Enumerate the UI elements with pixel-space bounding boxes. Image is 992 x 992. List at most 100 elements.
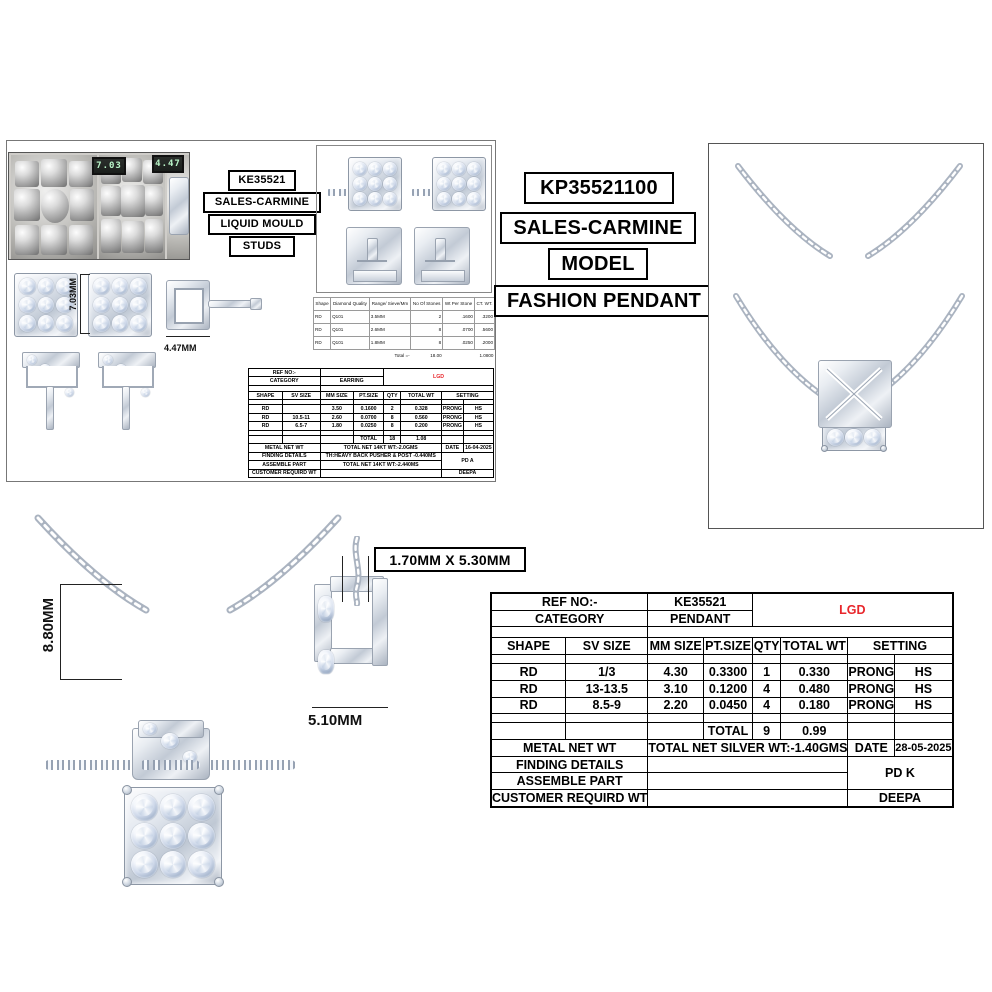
pendant-td-setting2: HS (894, 679, 954, 698)
pendant-drawing-side (300, 528, 420, 708)
pendant-stage-label: MODEL (548, 248, 648, 280)
pendant-td-svsize: 1/3 (565, 663, 649, 681)
pendant-back-x-bracing (825, 367, 883, 421)
dim-earring-depth-label: 4.47MM (164, 343, 197, 353)
dim-earring-height-tick-bottom (80, 333, 90, 334)
pendant-td-qty: 4 (752, 679, 782, 698)
pendant-td-mmsize: 2.20 (647, 696, 704, 715)
dq-ctwt: .5600 (473, 322, 496, 337)
earring-td-qty: 2 (383, 404, 402, 414)
dq-quality: Q101 (330, 322, 370, 337)
stud-photo-front-left (11, 155, 97, 259)
pendant-finding-value (647, 755, 849, 774)
earring-cad-front-right (410, 155, 486, 217)
earring-td-mmsize: 1.80 (319, 421, 355, 431)
pendant-customer-label: SALES-CARMINE (500, 212, 696, 244)
dq-stones: 8 (410, 322, 444, 337)
dim-earring-depth-line (166, 336, 210, 337)
pendant-data-row: RD 13-13.5 3.10 0.1200 4 0.480 PRONG HS (490, 679, 954, 698)
pendant-pd-line2: DEEPA (847, 789, 954, 808)
gauge-height-value: 7.03 (96, 161, 122, 171)
pendant-th-mmsize: MM SIZE (647, 637, 704, 656)
dq-range: 1.8MM (368, 335, 412, 350)
pendant-assemble-row: ASSEMBLE PART (490, 772, 953, 791)
pendant-th-shape: SHAPE (490, 637, 567, 656)
earring-header-row: SHAPE SV SIZE MM SIZE PT.SIZE QTY TOTAL … (248, 390, 495, 401)
dim-pendant-depth-label: 5.10MM (308, 712, 363, 729)
earring-total-wt: 1.08 (400, 434, 442, 445)
dq-total-label: Total =- (394, 352, 410, 358)
earring-th-svsize: SV SIZE (281, 390, 321, 401)
dq-quality: Q101 (330, 335, 370, 350)
dim-pendant-height-tick-top (60, 584, 122, 585)
earring-td-totalwt: 0.200 (400, 421, 442, 431)
pendant-chain-svg (735, 163, 963, 259)
earring-td-svsize: 10.5-11 (281, 412, 321, 423)
pendant-td-ptsize: 0.0450 (702, 696, 754, 715)
dim-earring-height-tick-top (80, 274, 90, 275)
pendant-metal-row: METAL NET WT TOTAL NET SILVER WT:-1.40GM… (490, 738, 954, 757)
earring-td-setting: PRONG (440, 412, 464, 423)
dq-header-row: Shape Diamond Quality Range/ Sieve/Mm No… (312, 297, 496, 311)
pendant-th-svsize: SV SIZE (565, 637, 649, 656)
earring-pd-line1: PD A (440, 451, 495, 470)
pendant-date-label: DATE (847, 738, 896, 757)
dq-header-wtper: Wt Per Stone (442, 297, 475, 311)
dq-row: RD Q101 1.8MM 8 .0250 .2000 (312, 335, 496, 350)
pendant-spacer-row-2 (490, 654, 954, 665)
earring-date-label: DATE (440, 443, 464, 453)
pendant-td-setting2: HS (894, 696, 954, 715)
earring-td-totalwt: 0.328 (400, 404, 442, 414)
dq-total-row: Total =- 18.00 1.0800 (314, 349, 495, 361)
pendant-header-row: SHAPE SV SIZE MM SIZE PT.SIZE QTY TOTAL … (490, 637, 954, 656)
dq-shape: RD (312, 309, 332, 324)
earring-back-left (22, 352, 80, 440)
earring-category-row: CATEGORY EARRING (248, 376, 494, 386)
pendant-blank-row (490, 713, 954, 724)
pendant-render-back (730, 268, 968, 468)
pendant-th-setting: SETTING (847, 637, 954, 656)
pendant-spec-table: REF NO:- KE35521 LGD CATEGORY PENDANT SH… (490, 592, 954, 808)
dq-wtper: .0250 (442, 335, 475, 350)
pendant-drawing-bottom (44, 712, 296, 792)
dq-row: RD Q101 2.6MM 8 .0700 .5600 (312, 322, 496, 337)
dq-header-stones: No Of Stones (410, 297, 444, 311)
pendant-finding-row: FINDING DETAILS PD K (490, 755, 954, 791)
gauge-depth-value: 4.47 (155, 159, 181, 169)
earring-td-setting2: HS (462, 412, 495, 423)
pendant-th-totalwt: TOTAL WT (780, 637, 849, 656)
earring-ref-value-cell (319, 367, 385, 378)
pendant-spacer-row (490, 626, 953, 639)
pendant-item-label: FASHION PENDANT (494, 285, 714, 317)
earring-total-row: TOTAL 18 1.08 (248, 434, 495, 445)
earring-lgd-cell: LGD (383, 368, 494, 386)
earring-td-mmsize: 2.60 (319, 412, 355, 423)
earring-back-right (98, 352, 156, 440)
earring-total-label: TOTAL (353, 434, 385, 445)
pendant-ref-label-cell: REF NO:- (490, 592, 649, 611)
dq-wtper: .0700 (442, 322, 475, 337)
earring-assemble-value: TOTAL NET 14KT WT:-2.440MS (319, 460, 442, 470)
earring-cad-frame (316, 145, 492, 293)
pendant-category-row: CATEGORY PENDANT (490, 609, 953, 628)
earring-ref-label-cell: REF NO:- (248, 367, 321, 378)
earring-customer-row: CUSTOMER REQUIRD WT DEEPA (248, 468, 495, 479)
earring-td-qty: 8 (383, 421, 402, 431)
earring-date-value: 16-04-2025 (462, 443, 495, 453)
pendant-total-label: TOTAL (702, 722, 754, 740)
earring-linedrawing-left (14, 273, 78, 337)
earring-td-setting2: HS (462, 404, 495, 414)
pendant-back-body (818, 360, 892, 428)
pendant-ref-value-cell: KE35521 (647, 592, 754, 611)
earring-data-row: RD 6.5-7 1.80 0.0250 8 0.200 PRONG HS (248, 421, 495, 431)
gauge-depth-readout: 4.47 (152, 155, 184, 173)
pendant-lgd-cell: LGD (752, 592, 954, 628)
pendant-th-ptsize: PT.SIZE (702, 637, 754, 656)
earring-finding-value: TH:HEAVY BACK PUSHER & POST -0.440MS (319, 451, 442, 462)
dq-shape: RD (312, 322, 332, 337)
earring-metal-label: METAL NET WT (248, 443, 321, 453)
earring-td-ptsize: 0.1600 (353, 404, 385, 414)
dim-pendant-depth-line (312, 707, 388, 708)
pendant-td-shape: RD (490, 663, 567, 681)
dim-pendant-height-tick-bottom (60, 679, 122, 680)
